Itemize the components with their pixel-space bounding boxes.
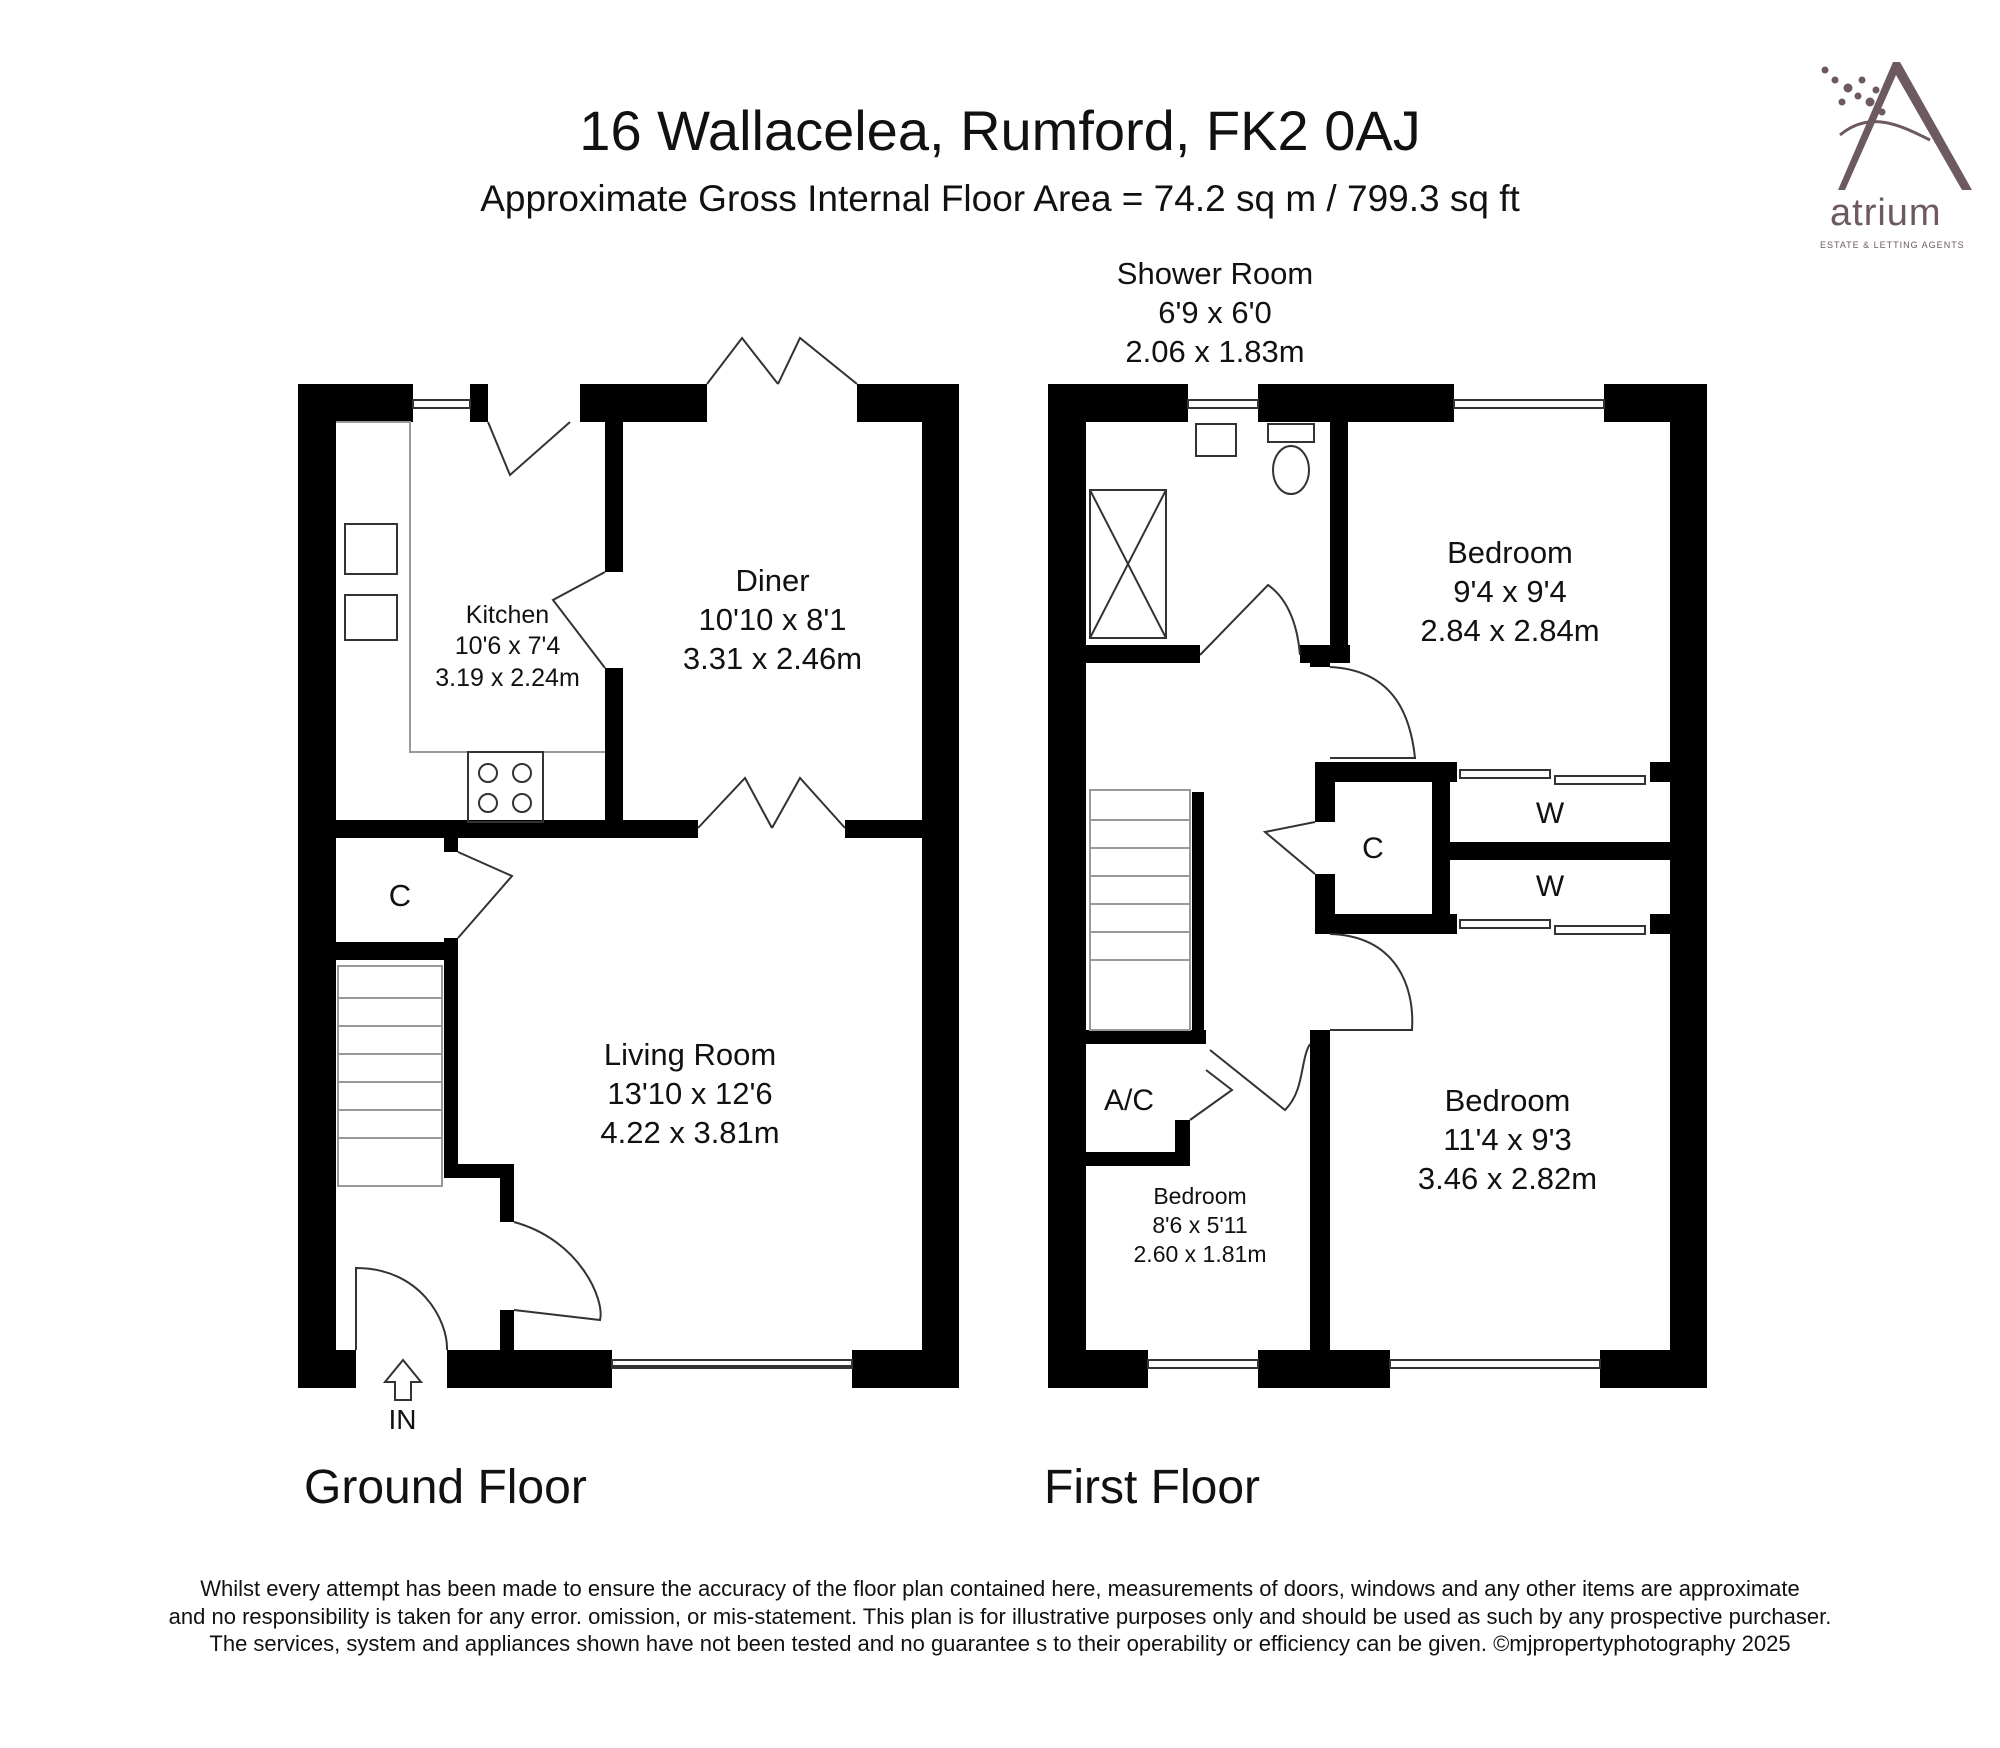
first-floor-label: First Floor	[1044, 1461, 1260, 1514]
living-window-icon	[611, 1359, 853, 1369]
shower-room-label: Shower Room 6'9 x 6'0 2.06 x 1.83m	[1080, 255, 1350, 371]
living-imperial: 13'10 x 12'6	[607, 1075, 773, 1111]
disclaimer: Whilst every attempt has been made to en…	[0, 1575, 2000, 1658]
bedroom2-name: Bedroom	[1444, 1083, 1571, 1118]
bedroom3-metric: 2.60 x 1.81m	[1133, 1240, 1267, 1267]
bedroom3-label: Bedroom 8'6 x 5'11 2.60 x 1.81m	[1100, 1182, 1300, 1268]
ground-floor-walls	[298, 384, 959, 1388]
shower-door-icon	[1199, 583, 1301, 656]
sink-icon	[344, 523, 398, 575]
wardrobe2-label: W	[1535, 870, 1565, 903]
first-stairs-icon	[1089, 789, 1191, 1031]
disclaimer-line-3: The services, system and appliances show…	[209, 1631, 1791, 1656]
bedroom1-label: Bedroom 9'4 x 9'4 2.84 x 2.84m	[1380, 534, 1640, 650]
airing-door-icon	[1189, 1069, 1234, 1121]
atrium-logo-icon	[1821, 62, 1972, 190]
shower-metric: 2.06 x 1.83m	[1125, 333, 1305, 369]
kitchen-window-icon	[412, 399, 471, 409]
living-name: Living Room	[603, 1037, 777, 1072]
bedroom-window-icon	[1453, 399, 1605, 409]
shower-tray-icon	[1089, 489, 1167, 639]
front-door-icon	[355, 1266, 449, 1351]
kitchen-diner-door-icon	[551, 571, 606, 669]
drainer-icon	[344, 594, 398, 641]
entrance-arrow-icon	[382, 1358, 424, 1401]
bedroom3-imperial: 8'6 x 5'11	[1152, 1211, 1248, 1238]
disclaimer-line-1: Whilst every attempt has been made to en…	[200, 1576, 1800, 1601]
living-metric: 4.22 x 3.81m	[600, 1114, 780, 1150]
shower-name: Shower Room	[1116, 256, 1314, 291]
basin-icon	[1195, 423, 1237, 457]
first-floor-fixtures	[1089, 399, 1646, 1369]
diner-imperial: 10'10 x 8'1	[698, 601, 847, 637]
cupboard-door-icon	[457, 851, 514, 939]
airing-cupboard-label: A/C	[1103, 1084, 1154, 1117]
bedroom3-door-icon	[1209, 1043, 1311, 1112]
diner-name: Diner	[735, 563, 810, 598]
page-title: 16 Wallacelea, Rumford, FK2 0AJ	[579, 99, 1421, 162]
ground-floor-label: Ground Floor	[304, 1461, 587, 1514]
bedroom1-name: Bedroom	[1447, 535, 1573, 570]
entrance-label: IN	[388, 1404, 417, 1435]
first-floor-walls	[1048, 384, 1707, 1388]
kitchen-label: Kitchen 10'6 x 7'4 3.19 x 2.24m	[410, 600, 605, 694]
shower-imperial: 6'9 x 6'0	[1158, 294, 1272, 330]
bedroom1-door-icon	[1329, 666, 1417, 759]
diner-french-door-icon	[706, 336, 858, 385]
ground-stairs-icon	[337, 965, 443, 1187]
bedroom2-metric: 3.46 x 2.82m	[1417, 1160, 1598, 1196]
diner-metric: 3.31 x 2.46m	[682, 640, 863, 676]
disclaimer-line-2: and no responsibility is taken for any e…	[168, 1603, 1832, 1629]
wardrobe1-label: W	[1535, 797, 1565, 830]
cupboard-door-icon	[1262, 821, 1316, 875]
living-room-label: Living Room 13'10 x 12'6 4.22 x 3.81m	[540, 1036, 840, 1152]
wardrobe-door-icon	[1459, 769, 1551, 779]
bedroom1-metric: 2.84 x 2.84m	[1420, 612, 1600, 648]
diner-label: Diner 10'10 x 8'1 3.31 x 2.46m	[640, 562, 905, 678]
living-french-door-icon	[697, 776, 846, 829]
logo-tagline: ESTATE & LETTING AGENTS	[1820, 240, 1965, 250]
first-cupboard-label: C	[1362, 832, 1384, 865]
hall-door-icon	[513, 1221, 602, 1322]
bedroom2-door-icon	[1329, 933, 1414, 1031]
ground-cupboard-label: C	[388, 878, 412, 913]
logo-wordmark: atrium	[1830, 192, 1942, 234]
toilet-icon	[1272, 445, 1310, 495]
bedroom2-imperial: 11'4 x 9'3	[1443, 1121, 1572, 1157]
bedroom1-imperial: 9'4 x 9'4	[1453, 573, 1567, 609]
kitchen-door-icon	[487, 421, 571, 477]
ground-floor-fixtures	[336, 336, 858, 1401]
hob-icon	[467, 751, 544, 823]
bedroom3-name: Bedroom	[1153, 1183, 1247, 1209]
floor-area-subtitle: Approximate Gross Internal Floor Area = …	[480, 178, 1520, 219]
kitchen-imperial: 10'6 x 7'4	[454, 632, 561, 661]
kitchen-name: Kitchen	[465, 601, 550, 629]
bedroom2-label: Bedroom 11'4 x 9'3 3.46 x 2.82m	[1370, 1082, 1645, 1198]
kitchen-metric: 3.19 x 2.24m	[435, 663, 580, 692]
